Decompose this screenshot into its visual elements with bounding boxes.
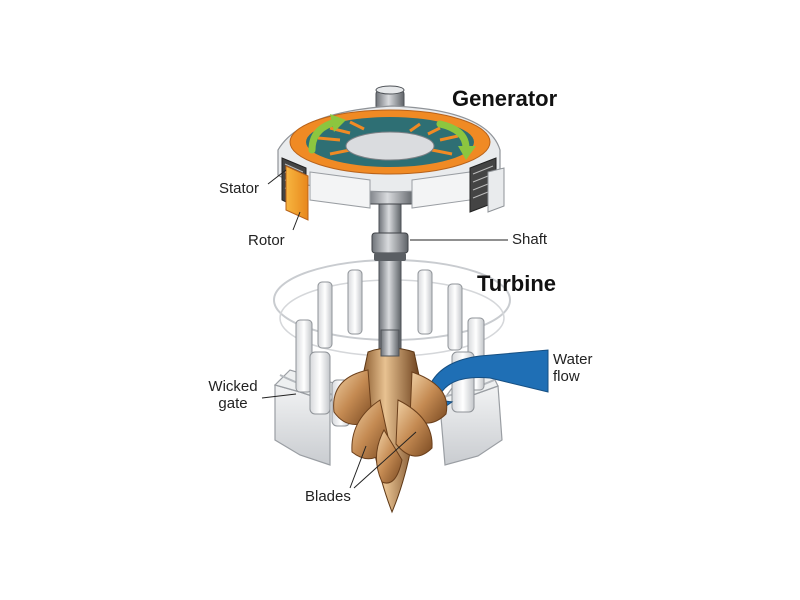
- wicked-gate-label-line1: Wicked: [208, 378, 258, 395]
- blades-leader: [353, 431, 417, 489]
- generator-heading: Generator: [452, 86, 558, 111]
- rotor-label: Rotor: [248, 232, 285, 249]
- leader-lines: [261, 169, 508, 489]
- blades-leader: [349, 445, 367, 489]
- water-flow-label: Water flow: [553, 351, 592, 385]
- generator: [277, 105, 505, 221]
- turbine-heading: Turbine: [477, 271, 557, 296]
- blades-label: Blades: [305, 488, 351, 505]
- water-flow-label-line2: flow: [553, 368, 580, 385]
- stator-label: Stator: [219, 180, 260, 197]
- rotation-arrow-icon: [436, 120, 470, 152]
- wicked-gate-label: Wicked gate: [203, 378, 263, 412]
- shaft-label: Shaft: [512, 231, 548, 248]
- rotor-leader: [292, 211, 301, 231]
- water-flow-label-line1: Water: [553, 351, 593, 368]
- wicked-gate-leader: [261, 393, 297, 399]
- wicked-gate-label-line2: gate: [218, 395, 248, 412]
- turbine-runner: [333, 329, 448, 514]
- stator-leader: [267, 169, 287, 185]
- rotor-side: [285, 165, 309, 221]
